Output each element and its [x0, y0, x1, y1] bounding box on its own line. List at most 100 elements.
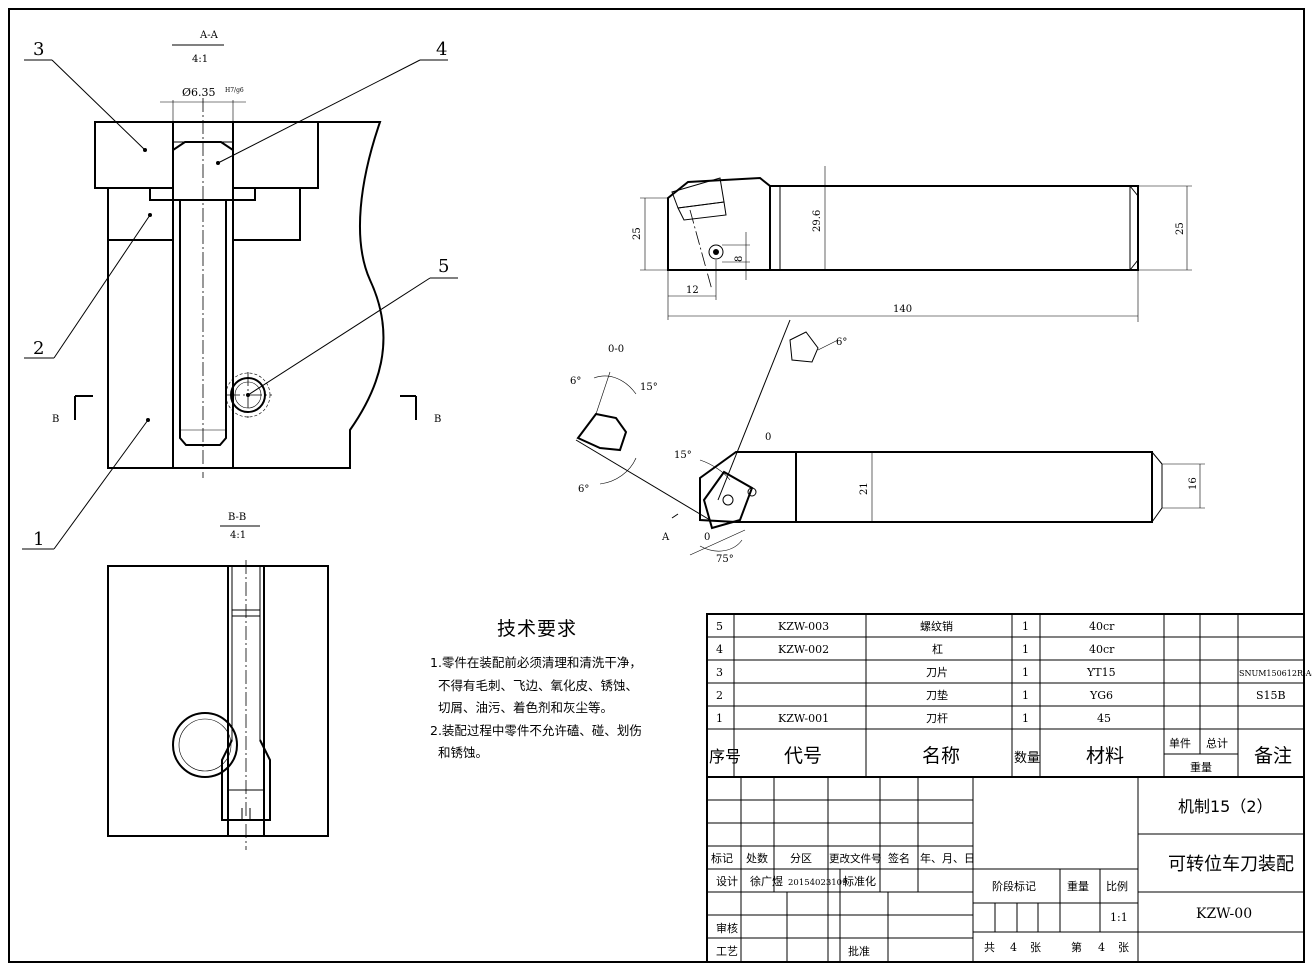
- bom-row-4-qty: 1: [1022, 643, 1029, 656]
- insert-front: [702, 470, 754, 530]
- tb-page: 4: [1098, 941, 1105, 954]
- cut-marker-b-left: B: [52, 414, 59, 425]
- tb-stage: 阶段标记: [992, 879, 1036, 893]
- bom-row-5-qty: 1: [1022, 620, 1029, 633]
- screw-section-bb: [172, 712, 238, 778]
- bom-header: 序号 代号 名称 数量 材料 单件 总计 重量 备注: [709, 736, 1292, 774]
- section-bb-title: B-B: [228, 512, 246, 523]
- section-oo-title: 0-0: [608, 344, 624, 355]
- tb-student-id: 20154023109: [788, 878, 848, 888]
- tech-line-3: 切屑、油污、着色剂和灰尘等。: [430, 700, 613, 715]
- tb-change-doc: 更改文件号: [829, 852, 882, 865]
- bom-row-2-name: 刀垫: [926, 688, 948, 702]
- tb-drawing-name: 可转位车刀装配: [1168, 854, 1294, 875]
- bom-row-1-material: 45: [1097, 712, 1111, 725]
- tb-zone: 分区: [790, 852, 812, 865]
- dim-hole-tolerance: H7/g6: [225, 87, 244, 94]
- tech-line-5: 和锈蚀。: [430, 745, 488, 760]
- bom-row-4-name: 杠: [932, 643, 943, 656]
- bom-row-5-no: 5: [716, 620, 723, 633]
- dim-140: 140: [893, 304, 912, 315]
- bom-row-3-qty: 1: [1022, 666, 1029, 679]
- bom-row-2-note: S15B: [1256, 689, 1286, 702]
- drawing-frame: [8, 8, 1305, 963]
- part-balloons: 3 4 2 5 1: [22, 39, 458, 550]
- tb-review: 审核: [716, 921, 738, 935]
- bom-header-note: 备注: [1254, 745, 1292, 767]
- bom-row-1-code: KZW-001: [778, 712, 829, 725]
- dim-12: 12: [686, 285, 699, 296]
- section-aa-title: A-A: [199, 30, 219, 41]
- bom-row-1-name: 刀杆: [926, 711, 948, 725]
- bom-row-4-code: KZW-002: [778, 643, 829, 656]
- bom-row-2-no: 2: [716, 689, 723, 702]
- front-view-tool: 21 16 0 0 A 15° 75° 6°: [575, 319, 1205, 565]
- o-marker-2: 0: [704, 532, 710, 543]
- tech-requirements-title: 技术要求: [497, 618, 578, 640]
- tb-design-label: 设计: [716, 875, 738, 888]
- dim-21: 21: [859, 482, 870, 495]
- bom-row-4-no: 4: [716, 643, 723, 656]
- tb-weight: 重量: [1067, 879, 1089, 893]
- bom-row-2-material: YG6: [1089, 689, 1113, 702]
- balloon-2: 2: [33, 338, 44, 359]
- angle-6-bottom: 6°: [578, 484, 589, 495]
- shim-right: [232, 187, 301, 241]
- insert-left: [94, 121, 174, 189]
- tb-drawing-no: KZW-00: [1196, 906, 1252, 922]
- tech-line-4: 2.装配过程中零件不允许磕、碰、划伤: [430, 722, 642, 738]
- bom-row-2-qty: 1: [1022, 689, 1029, 702]
- insert-right: [232, 121, 319, 189]
- tb-approve: 批准: [848, 944, 870, 958]
- tb-standard: 标准化: [843, 874, 876, 888]
- bom-row-1-no: 1: [716, 712, 723, 725]
- tech-requirements: 1.零件在装配前必须清理和清洗干净， 不得有毛刺、飞边、氧化皮、锈蚀、 切屑、油…: [430, 652, 690, 765]
- tb-sheet-unit: 张: [1030, 941, 1041, 954]
- shim-left: [107, 187, 174, 241]
- tb-count: 处数: [746, 852, 768, 865]
- dim-8: 8: [734, 256, 745, 262]
- angle-6-left: 6°: [570, 376, 581, 387]
- section-b-b-view: B-B 4:1: [107, 512, 329, 850]
- title-block: [706, 776, 1305, 963]
- bom-header-name: 名称: [922, 745, 960, 767]
- top-view-toolbar: 25 29.6 25 8 12 140: [632, 166, 1192, 322]
- balloon-4: 4: [436, 39, 447, 60]
- tb-page-label: 第: [1071, 940, 1082, 954]
- bom-row-5-name: 螺纹销: [920, 619, 953, 633]
- section-o-o-view: 0-0 6° 15° 6°: [570, 344, 658, 495]
- section-aa-scale: 4:1: [192, 54, 208, 65]
- tb-sign: 签名: [888, 851, 910, 865]
- bom-row-1-qty: 1: [1022, 712, 1029, 725]
- shank-front: [795, 451, 1153, 523]
- tb-mark: 标记: [711, 851, 733, 865]
- balloon-1: 1: [33, 529, 44, 550]
- bom-row-4-material: 40cr: [1089, 643, 1115, 656]
- angle-15-tool: 15°: [674, 450, 692, 461]
- angle-75: 75°: [716, 554, 734, 565]
- bom-row-5-material: 40cr: [1089, 620, 1115, 633]
- bom-header-material: 材料: [1086, 745, 1124, 767]
- balloon-5: 5: [438, 256, 449, 277]
- bom-row-3-name: 刀片: [926, 666, 948, 679]
- bom-row-5-code: KZW-003: [778, 620, 829, 633]
- bom-header-unit: 单件: [1169, 737, 1191, 750]
- angle-15: 15°: [640, 382, 658, 393]
- section-a-a-view: A-A 4:1 Ø6.35 H7/g6 B: [52, 30, 441, 478]
- tb-designer: 徐广煜: [750, 874, 783, 888]
- dim-25-left: 25: [632, 227, 643, 240]
- title-block-text: 标记 处数 分区 更改文件号 签名 年、月、日 设计 徐广煜 201540231…: [711, 797, 1294, 958]
- bom-row-3-note: SNUM150612R-A4: [1239, 669, 1312, 678]
- dim-29-6: 29.6: [812, 210, 823, 232]
- angle-6-top: 6°: [836, 337, 847, 348]
- bom-header-total: 总计: [1206, 736, 1228, 750]
- tb-scale-label: 比例: [1106, 879, 1128, 893]
- tb-date: 年、月、日: [920, 851, 975, 865]
- tech-line-1: 1.零件在装配前必须清理和清洗干净，: [430, 655, 642, 670]
- a-marker: A: [661, 532, 670, 543]
- o-marker-1: 0: [765, 432, 771, 443]
- tb-process: 工艺: [716, 945, 738, 958]
- bom-header-code: 代号: [784, 745, 822, 767]
- section-bb-scale: 4:1: [230, 530, 246, 541]
